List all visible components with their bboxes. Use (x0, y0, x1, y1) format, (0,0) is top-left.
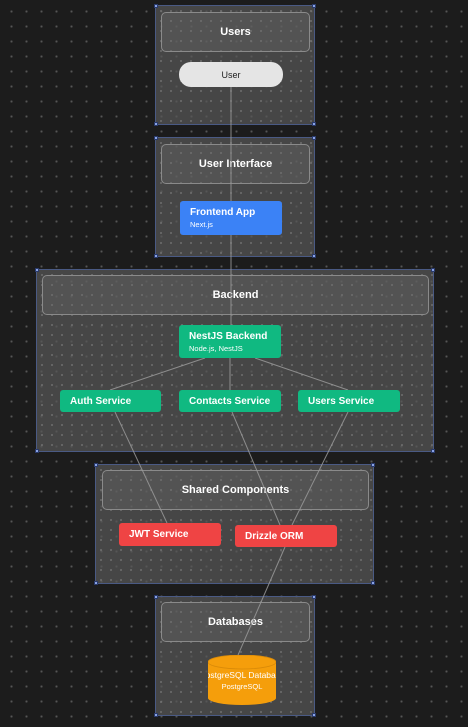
resize-handle[interactable] (154, 4, 158, 8)
frontend-app-subtitle: Next.js (190, 220, 213, 229)
resize-handle[interactable] (312, 595, 316, 599)
resize-handle[interactable] (154, 136, 158, 140)
resize-handle[interactable] (94, 581, 98, 585)
postgresql-database-title: PostgreSQL Database (208, 670, 276, 680)
nestjs-backend-title: NestJS Backend (189, 331, 268, 342)
drizzle-orm-title: Drizzle ORM (245, 530, 304, 542)
frontend-app-node[interactable]: Frontend App Next.js (180, 201, 282, 235)
group-backend-label: Backend (212, 289, 259, 301)
resize-handle[interactable] (431, 449, 435, 453)
group-shared-components-header: Shared Components (102, 470, 369, 510)
group-shared-components-label: Shared Components (181, 484, 290, 496)
frontend-app-title: Frontend App (190, 207, 256, 218)
resize-handle[interactable] (431, 268, 435, 272)
jwt-service-title: JWT Service (129, 529, 189, 540)
group-backend-header: Backend (42, 275, 429, 315)
resize-handle[interactable] (312, 254, 316, 258)
resize-handle[interactable] (35, 268, 39, 272)
group-user-interface-label: User Interface (198, 158, 273, 170)
nestjs-backend-subtitle: Node.js, NestJS (189, 344, 243, 353)
group-user-interface[interactable]: User Interface (154, 136, 316, 258)
postgresql-database-node[interactable]: PostgreSQL Database PostgreSQL (208, 655, 276, 705)
group-users-header: Users (161, 12, 310, 52)
group-databases-label: Databases (207, 616, 264, 628)
auth-service-node[interactable]: Auth Service (60, 390, 161, 412)
resize-handle[interactable] (35, 449, 39, 453)
users-service-title: Users Service (308, 395, 375, 407)
drizzle-orm-node[interactable]: Drizzle ORM (235, 525, 337, 547)
resize-handle[interactable] (154, 122, 158, 126)
resize-handle[interactable] (154, 254, 158, 258)
resize-handle[interactable] (312, 4, 316, 8)
jwt-service-node[interactable]: JWT Service (119, 523, 221, 546)
postgresql-database-subtitle: PostgreSQL (221, 682, 263, 691)
database-cylinder-icon (208, 655, 276, 705)
contacts-service-node[interactable]: Contacts Service (179, 390, 281, 412)
resize-handle[interactable] (154, 595, 158, 599)
postgresql-database-text: PostgreSQL Database PostgreSQL (208, 669, 276, 692)
resize-handle[interactable] (371, 581, 375, 585)
resize-handle[interactable] (312, 136, 316, 140)
group-backend[interactable]: Backend (35, 268, 435, 453)
resize-handle[interactable] (312, 713, 316, 717)
users-service-node[interactable]: Users Service (298, 390, 400, 412)
resize-handle[interactable] (94, 463, 98, 467)
resize-handle[interactable] (154, 713, 158, 717)
user-node-label: User (221, 69, 241, 80)
resize-handle[interactable] (371, 463, 375, 467)
group-user-interface-header: User Interface (161, 144, 310, 184)
group-databases-header: Databases (161, 602, 310, 642)
auth-service-title: Auth Service (70, 395, 132, 407)
nestjs-backend-node[interactable]: NestJS Backend Node.js, NestJS (179, 325, 281, 358)
user-node[interactable]: User (179, 62, 283, 87)
group-users-label: Users (220, 26, 251, 38)
resize-handle[interactable] (312, 122, 316, 126)
contacts-service-title: Contacts Service (189, 395, 271, 407)
